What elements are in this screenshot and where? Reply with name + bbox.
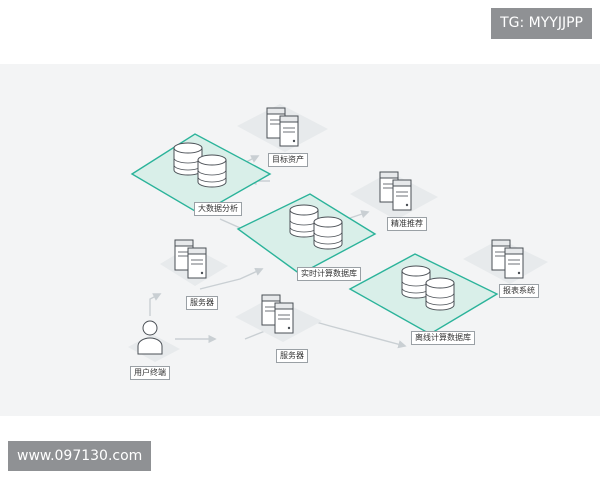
- watermark-top: TG: MYYJJPP: [491, 8, 592, 39]
- label-offline-db: 离线计算数据库: [411, 331, 475, 345]
- label-target-assets: 目标资产: [268, 153, 308, 167]
- architecture-diagram: 目标资产 大数据分析 精准推荐 实时计算数据库 报表系统 服务器 离线计算数据库…: [0, 64, 600, 416]
- label-user-terminal: 用户终端: [130, 366, 170, 380]
- label-server-left: 服务器: [186, 296, 218, 310]
- watermark-bottom: www.097130.com: [8, 441, 152, 471]
- label-precise-rec: 精准推荐: [387, 217, 427, 231]
- label-realtime-db: 实时计算数据库: [297, 267, 361, 281]
- diagram-svg: [128, 104, 548, 362]
- label-big-data: 大数据分析: [194, 202, 242, 216]
- label-server-mid: 服务器: [276, 349, 308, 363]
- label-report-sys: 报表系统: [499, 284, 539, 298]
